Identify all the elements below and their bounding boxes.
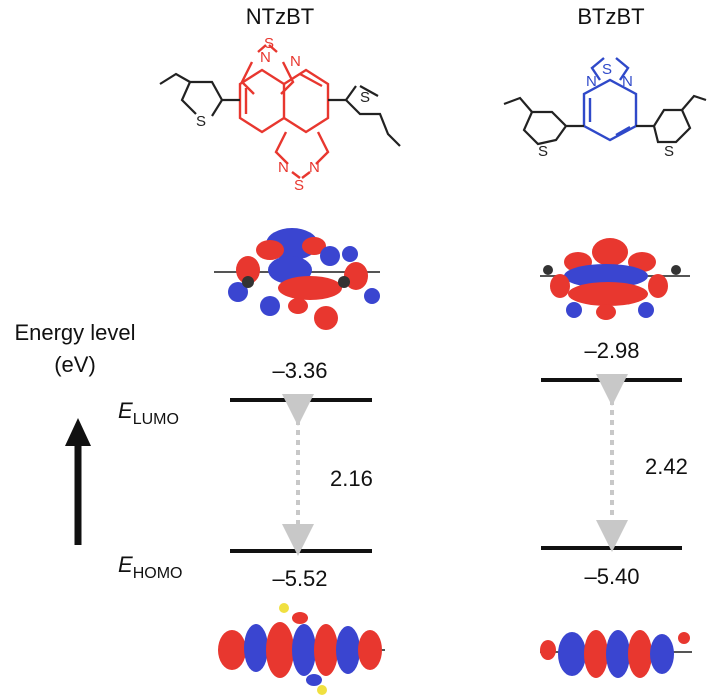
btzbt-s-atom: S: [602, 61, 612, 78]
energy-axis-label-line1: Energy level: [14, 320, 136, 345]
ntzbt-n-atom: N: [290, 53, 301, 70]
homo-label: EHOMO: [118, 552, 182, 582]
btzbt-n-atom: N: [622, 73, 633, 90]
ntzbt-left-thiophene: [159, 72, 240, 117]
btzbt-homo-value: –5.40: [584, 564, 640, 589]
ntzbt-gap-value: 2.16: [330, 466, 373, 491]
btzbt-title: BTzBT: [577, 4, 645, 29]
btzbt-lumo-value: –2.98: [584, 338, 640, 363]
ntzbt-homo-orbital: [218, 603, 385, 695]
btzbt-right-thiophene: [636, 94, 707, 144]
lumo-symbol: E: [118, 398, 133, 423]
ntzbt-lumo-orbital: [214, 228, 380, 330]
homo-subscript: HOMO: [132, 565, 183, 582]
btzbt-gap-value: 2.42: [645, 454, 688, 479]
ntzbt-lumo-value: –3.36: [272, 358, 328, 383]
btzbt-homo-orbital: [540, 630, 692, 678]
ntzbt-structure: N S N N N S S S: [159, 35, 401, 194]
ntzbt-n-atom: N: [260, 49, 271, 66]
btzbt-structure: N S N S S: [503, 57, 707, 160]
ntzbt-right-thiophene: [328, 85, 401, 147]
ntzbt-core: [238, 44, 330, 179]
ntzbt-n-atom: N: [278, 159, 289, 176]
energy-axis-label: Energy level (eV): [0, 317, 150, 381]
ntzbt-s-atom: S: [196, 113, 206, 130]
homo-symbol: E: [118, 552, 133, 577]
ntzbt-n-atom: N: [309, 159, 320, 176]
ntzbt-homo-value: –5.52: [272, 566, 328, 591]
lumo-subscript: LUMO: [132, 411, 179, 428]
btzbt-left-thiophene: [503, 96, 584, 146]
ntzbt-title: NTzBT: [245, 4, 315, 29]
ntzbt-s-atom: S: [360, 89, 370, 106]
btzbt-n-atom: N: [586, 73, 597, 90]
btzbt-s-atom: S: [664, 143, 674, 160]
btzbt-lumo-orbital: [540, 238, 690, 320]
lumo-label: ELUMO: [118, 398, 179, 428]
energy-axis-arrowhead: [65, 418, 91, 446]
btzbt-s-atom: S: [538, 143, 548, 160]
ntzbt-s-atom: S: [264, 35, 274, 52]
ntzbt-s-atom: S: [294, 177, 304, 194]
energy-axis-label-line2: (eV): [54, 352, 96, 377]
